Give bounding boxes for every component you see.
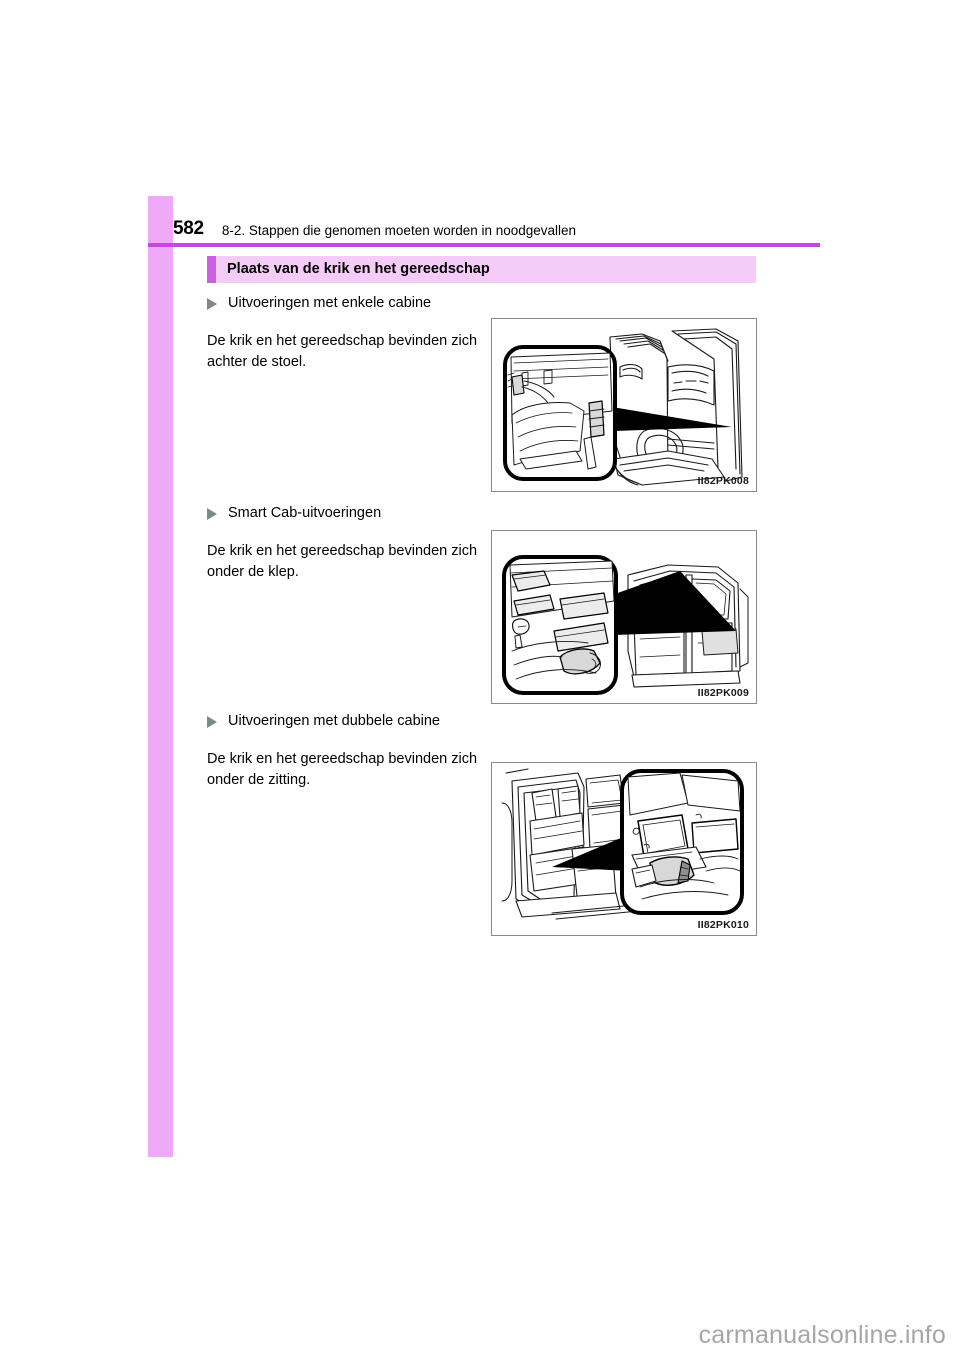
- figure-code: II82PK009: [697, 687, 749, 699]
- subheading-label: Uitvoeringen met enkele cabine: [228, 295, 432, 312]
- page-edge-tab-top: [148, 196, 173, 243]
- figure-code: II82PK008: [697, 475, 749, 487]
- subheading-single-cab: Uitvoeringen met enkele cabine: [207, 294, 767, 313]
- subheading-label: Smart Cab-uitvoeringen: [228, 505, 382, 522]
- body-text-smart-cab: De krik en het gereedschap bevinden zich…: [207, 543, 478, 580]
- illustration-single-cab-graphic: [503, 328, 743, 486]
- content-block-single-cab: Uitvoeringen met enkele cabine De krik e…: [207, 294, 767, 373]
- illustration-single-cab: II82PK008: [491, 318, 757, 492]
- triangle-bullet-icon: [207, 507, 217, 520]
- illustration-double-cab: II82PK010: [491, 762, 757, 936]
- figure-code: II82PK010: [697, 919, 749, 931]
- page-number: 582: [173, 218, 204, 239]
- page-edge-tab-bottom: [148, 247, 173, 1157]
- illustration-smart-cab-graphic: [502, 555, 749, 695]
- section-title: Plaats van de krik en het gereedschap: [227, 261, 490, 278]
- subheading-smart-cab: Smart Cab-uitvoeringen: [207, 504, 767, 523]
- subheading-label: Uitvoeringen met dubbele cabine: [228, 713, 440, 730]
- page-header: 582 8-2. Stappen die genomen moeten word…: [173, 206, 820, 238]
- body-text-double-cab: De krik en het gereedschap bevinden zich…: [207, 751, 478, 788]
- section-title-bar: Plaats van de krik en het gereedschap: [207, 256, 756, 283]
- triangle-bullet-icon: [207, 715, 217, 728]
- triangle-bullet-icon: [207, 297, 217, 310]
- body-text-single-cab: De krik en het gereedschap bevinden zich…: [207, 333, 478, 370]
- content-block-smart-cab: Smart Cab-uitvoeringen De krik en het ge…: [207, 504, 767, 583]
- illustration-smart-cab: II82PK009: [491, 530, 757, 704]
- section-title-accent: [207, 256, 216, 283]
- header-chapter-title: 8-2. Stappen die genomen moeten worden i…: [221, 222, 577, 238]
- site-watermark: carmanualsonline.info: [698, 1321, 946, 1349]
- illustration-double-cab-graphic: [501, 768, 744, 920]
- content-block-double-cab: Uitvoeringen met dubbele cabine De krik …: [207, 712, 767, 791]
- subheading-double-cab: Uitvoeringen met dubbele cabine: [207, 712, 767, 731]
- header-rule: [148, 243, 820, 247]
